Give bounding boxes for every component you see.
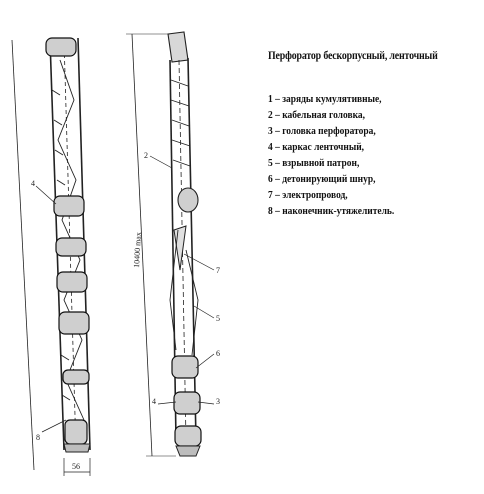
right-callout-4: 4 <box>152 397 156 406</box>
legend-item: 2 – кабельная головка, <box>268 109 365 121</box>
legend-item: 3 – головка перфоратора, <box>268 125 376 137</box>
left-band-links <box>51 89 71 401</box>
legend-item: 6 – детонирующий шнур, <box>268 173 376 185</box>
legend-item: 1 – заряды кумулятивные, <box>268 93 382 105</box>
legend-item: 8 – наконечник-утяжелитель. <box>268 205 395 217</box>
left-callout-4: 4 <box>31 179 35 188</box>
left-charges <box>45 37 90 445</box>
right-callout-7: 7 <box>216 266 220 275</box>
left-callout-8: 8 <box>36 433 40 442</box>
upper-frame-hatch <box>170 79 191 167</box>
legend-item: 5 – взрывной патрон, <box>268 157 360 169</box>
right-callout-2: 2 <box>144 151 148 160</box>
length-dimension-label: 10400 max <box>132 232 143 268</box>
diagram-title: Перфоратор бескорпусный, ленточный <box>268 50 438 62</box>
right-callout-3: 3 <box>216 397 220 406</box>
legend-item: 7 – электропровод, <box>268 189 348 201</box>
right-charges <box>171 355 202 447</box>
right-callout-6: 6 <box>216 349 220 358</box>
width-dimension-label: 56 <box>72 462 80 471</box>
right-callout-5: 5 <box>216 314 220 323</box>
legend-list: 1 – заряды кумулятивные, 2 – кабельная г… <box>268 93 415 221</box>
legend-item: 4 – каркас ленточный, <box>268 141 365 153</box>
right-view <box>126 31 215 457</box>
left-view <box>11 37 91 476</box>
